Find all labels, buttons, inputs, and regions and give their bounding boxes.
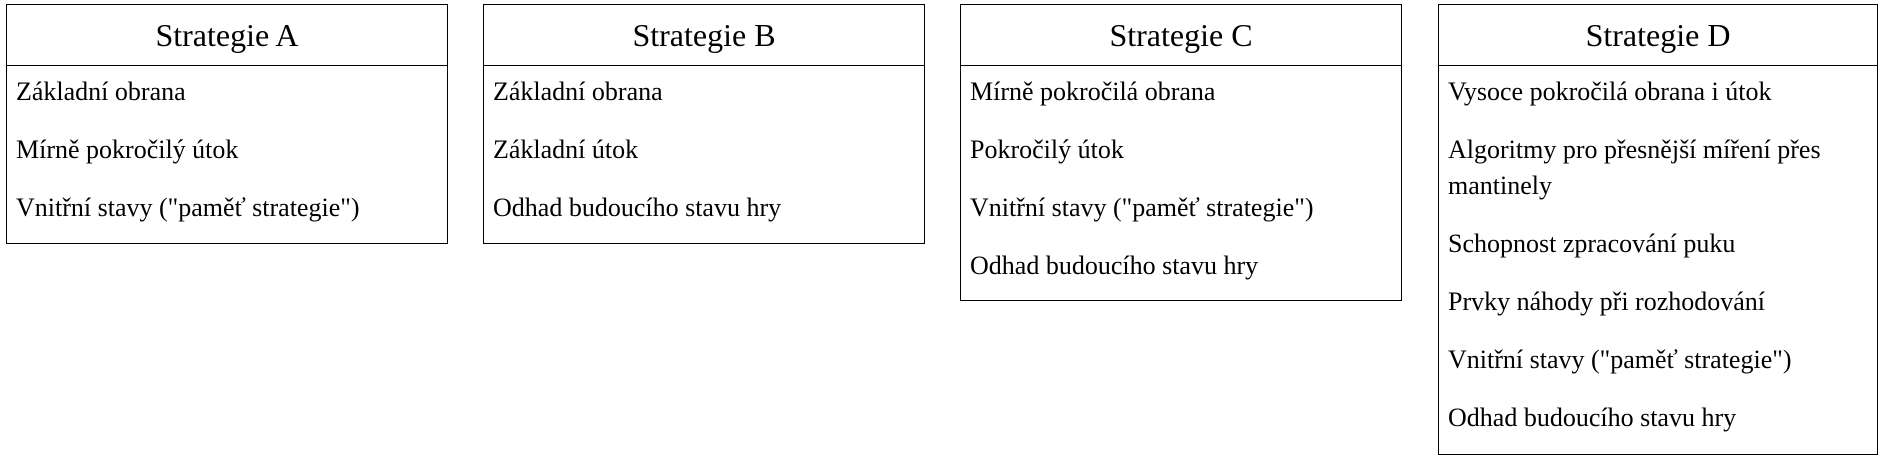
strategy-a-box: Strategie A Základní obrana Mírně pokroč… (6, 4, 448, 244)
strategy-c-item: Pokročilý útok (970, 135, 1124, 164)
strategy-c-item: Odhad budoucího stavu hry (970, 251, 1259, 280)
strategy-b-item: Odhad budoucího stavu hry (493, 193, 782, 222)
strategy-b-item: Základní útok (493, 135, 639, 164)
strategy-a-item: Základní obrana (16, 77, 186, 106)
strategy-a-list: Základní obrana Mírně pokročilý útok Vni… (7, 66, 447, 236)
strategy-b-item: Základní obrana (493, 77, 663, 106)
strategy-d-list: Vysoce pokročilá obrana i útok Algoritmy… (1439, 66, 1877, 446)
strategy-c-item: Mírně pokročilá obrana (970, 77, 1216, 106)
strategy-d-item: Algoritmy pro přesnější míření přes mant… (1448, 135, 1821, 200)
strategy-d-item: Vysoce pokročilá obrana i útok (1448, 77, 1772, 106)
strategy-d-item: Schopnost zpracování puku (1448, 229, 1736, 258)
strategy-c-title: Strategie C (961, 5, 1401, 66)
strategy-a-item: Vnitřní stavy ("paměť strategie") (16, 193, 360, 222)
strategy-d-box: Strategie D Vysoce pokročilá obrana i út… (1438, 4, 1878, 455)
strategy-d-item: Prvky náhody při rozhodování (1448, 287, 1766, 316)
strategy-d-title: Strategie D (1439, 5, 1877, 66)
strategy-c-item: Vnitřní stavy ("paměť strategie") (970, 193, 1314, 222)
strategy-b-box: Strategie B Základní obrana Základní úto… (483, 4, 925, 244)
strategy-c-list: Mírně pokročilá obrana Pokročilý útok Vn… (961, 66, 1401, 294)
strategy-b-title: Strategie B (484, 5, 924, 66)
strategy-c-box: Strategie C Mírně pokročilá obrana Pokro… (960, 4, 1402, 301)
strategy-a-title: Strategie A (7, 5, 447, 66)
strategy-d-item: Vnitřní stavy ("paměť strategie") (1448, 345, 1792, 374)
strategy-b-list: Základní obrana Základní útok Odhad budo… (484, 66, 924, 236)
strategy-a-item: Mírně pokročilý útok (16, 135, 239, 164)
strategy-d-item: Odhad budoucího stavu hry (1448, 403, 1737, 432)
